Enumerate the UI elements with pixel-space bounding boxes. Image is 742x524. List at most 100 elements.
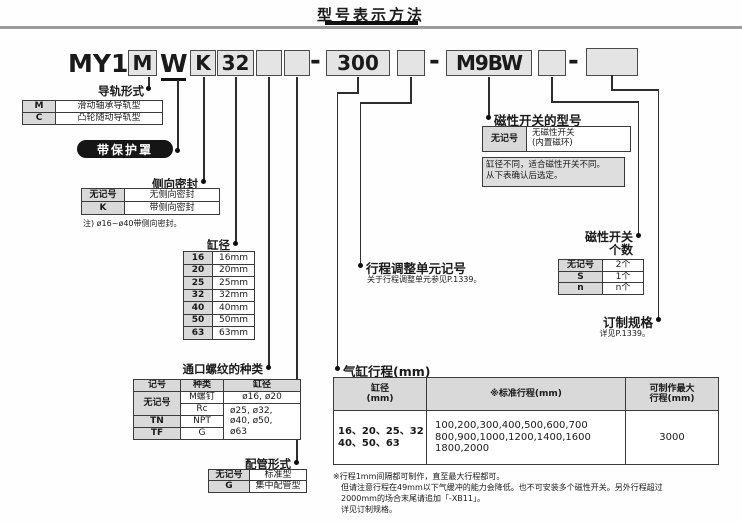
leader-seal (203, 77, 205, 181)
bore-sym: 63 (183, 326, 213, 340)
port-bore-merged: ø25, ø32, ø40, ø50, ø63 (223, 403, 301, 440)
table-row: 无记号 无磁性开关 (内置磁环) (482, 126, 631, 152)
table-row: S 1个 (558, 270, 644, 283)
section-title-port-thread: 通口螺纹的种类 (182, 362, 264, 376)
port-bore: ø16, ø20 (223, 391, 301, 404)
piping-desc: 标准型 (249, 468, 307, 482)
table-row: G 集中配管型 (208, 480, 307, 493)
table-row: TF G (133, 427, 301, 440)
port-bore-line: ø63 (230, 426, 247, 437)
code-box-made-to-order (586, 48, 638, 76)
piping-table: 无记号 标准型 G 集中配管型 (208, 468, 307, 493)
port-bore-line: ø25, ø32, (230, 405, 273, 416)
protective-cover-badge: 带保护罩 (77, 140, 173, 158)
leader-stroke-c (336, 92, 338, 368)
guide-desc: 滑动轴承导轨型 (55, 100, 163, 113)
guide-sym: C (22, 112, 56, 125)
leader-piping (296, 77, 298, 462)
leader-switch-qty-b (551, 101, 639, 103)
bore-desc: 40mm (212, 301, 255, 315)
leader-made-to-order-dot (655, 317, 661, 322)
leader-stroke-a (357, 77, 359, 92)
made-to-order-subtitle: 详见P.1339。 (599, 329, 650, 338)
code-dash-2: - (429, 46, 440, 76)
stroke-note-line: 详见订制规格。 (341, 505, 397, 514)
switch-note-line: 缸径不同，适合磁性开关不同。 (486, 160, 606, 170)
switch-model-line: (内置磁环) (532, 138, 573, 148)
switch-model-sym: 无记号 (482, 126, 527, 152)
leader-made-to-order-c (657, 89, 659, 319)
leader-bore (235, 77, 237, 243)
section-title-side-seal: 侧向密封 (152, 177, 198, 191)
bore-desc: 16mm (212, 251, 255, 265)
switch-model-line: 无磁性开关 (532, 128, 575, 139)
section-title-bore: 缸径 (207, 238, 230, 252)
w-underline (161, 78, 186, 81)
leader-switch-qty-a (551, 77, 553, 101)
leader-guide-dot (146, 86, 151, 91)
port-header-bore: 缸径 (223, 379, 301, 392)
stroke-note-line: 2000mm的场合末尾请追加「-XB11」。 (341, 494, 485, 503)
port-type: M螺钉 (180, 391, 224, 404)
code-box-stroke: 300 (326, 50, 390, 76)
side-seal-note: 注) ø16~ø40带侧向密封。 (83, 219, 182, 228)
qty-desc: n个 (602, 282, 644, 295)
switch-model-value: 无磁性开关 (内置磁环) (526, 126, 631, 152)
port-sym: TN (133, 415, 181, 428)
table-row: C 凸轮随动导轨型 (22, 112, 163, 125)
stroke-std-cell: 100,200,300,400,500,600,700 800,900,1000… (426, 410, 626, 465)
piping-sym: 无记号 (208, 468, 250, 482)
stroke-header-max: 可制作最大 行程(mm) (625, 377, 719, 411)
stroke-header-line: 缸径 (370, 383, 389, 394)
leader-bore-dot (233, 241, 238, 246)
stroke-header-line: (mm) (366, 394, 394, 404)
qty-sym: 无记号 (558, 259, 603, 272)
leader-port-thread (268, 77, 270, 367)
table-row: Rc ø25, ø32, ø40, ø50, ø63 (134, 403, 301, 440)
leader-stroke-adjust-b (359, 102, 412, 104)
code-box-switch-qty (538, 50, 566, 76)
bore-desc: 25mm (212, 276, 255, 290)
switch-qty-table: 无记号 2个 S 1个 n n个 (558, 259, 644, 295)
section-title-switch-qty-1: 磁性开关 (584, 230, 633, 244)
table-row: 无记号 2个 (558, 259, 644, 272)
bore-desc: 20mm (212, 263, 255, 277)
leader-piping-dot (294, 460, 299, 465)
code-box-stroke-adjust (397, 50, 425, 76)
leader-stroke-adjust-a (410, 77, 412, 103)
piping-sym: G (208, 480, 250, 493)
bore-sym: 20 (183, 263, 213, 277)
table-row: 无记号 M螺钉 ø16, ø20 (133, 391, 301, 416)
port-type: Rc (180, 403, 224, 416)
port-header-type: 种类 (180, 379, 224, 392)
bore-sym: 32 (183, 288, 213, 302)
section-title-switch-qty-2: 个数 (608, 243, 633, 257)
port-sym: TF (133, 427, 181, 440)
guide-sym: M (22, 100, 56, 113)
stroke-max-cell: 3000 (625, 410, 719, 465)
stroke-header-std: ※标准行程(mm) (426, 377, 626, 411)
stroke-bore-cell: 16、20、25、32 40、50、63 (333, 410, 427, 465)
table-row: M 滑动轴承导轨型 (22, 100, 163, 113)
seal-sym: K (81, 201, 125, 215)
stroke-note-line: 但请注意行程在49mm以下气缓冲的能力会降低。也不可安装多个磁性开关。另外行程超… (341, 483, 663, 492)
leader-guide (148, 77, 150, 88)
qty-desc: 1个 (602, 270, 644, 283)
section-title-guide-type: 导轨形式 (98, 84, 144, 98)
bore-desc: 50mm (212, 313, 255, 327)
port-thread-table: 记号 种类 缸径 无记号 M螺钉 ø16, ø20 Rc ø25, ø32, ø… (133, 379, 301, 440)
bore-desc: 63mm (212, 326, 255, 340)
qty-sym: n (558, 282, 603, 295)
switch-note-line: 从下表确认后选定。 (486, 171, 563, 182)
guide-desc: 凸轮随动导轨型 (55, 112, 163, 125)
table-row: 无记号 无侧向密封 (81, 188, 220, 202)
port-type: NPT (180, 415, 224, 428)
switch-model-note: 缸径不同，适合磁性开关不同。 从下表确认后选定。 (482, 157, 625, 187)
code-box-switch: M9BW (446, 50, 532, 76)
stroke-header-line: 行程(mm) (649, 394, 695, 404)
table-row: n n个 (558, 282, 644, 295)
code-box-port-thread (256, 50, 282, 76)
